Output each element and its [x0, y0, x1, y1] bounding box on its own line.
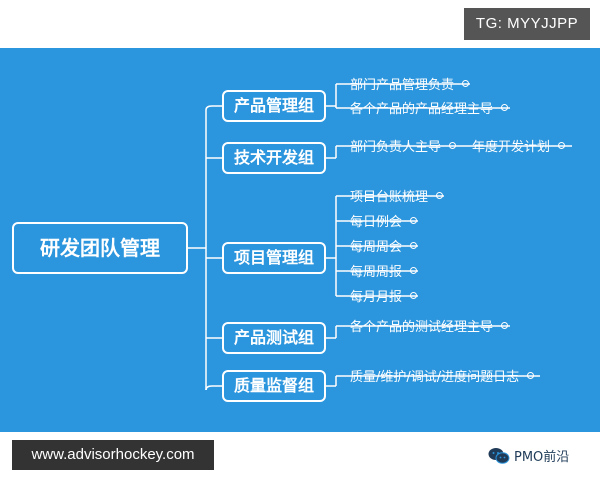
node-dot-icon — [410, 217, 418, 224]
group-tech-development: 技术开发组 — [222, 142, 326, 174]
group-product-management: 产品管理组 — [222, 90, 326, 122]
watermark: PMO前沿 — [488, 446, 569, 465]
mindmap-board: 研发团队管理 产品管理组 技术开发组 项目管理组 产品测试组 质量监督组 部门产… — [0, 48, 600, 465]
node-dot-icon — [462, 80, 470, 87]
leaf-label: 年度开发计划 — [472, 140, 551, 155]
leaf-item: 年度开发计划 — [472, 136, 566, 155]
node-dot-icon — [449, 142, 457, 149]
node-dot-icon — [501, 322, 509, 329]
leaf-item: 部门产品管理负责 — [350, 74, 470, 93]
leaf-label: 每月月报 — [350, 290, 403, 305]
tg-badge: TG: MYYJJPP — [464, 8, 590, 40]
node-dot-icon — [410, 242, 418, 249]
node-dot-icon — [558, 142, 566, 149]
leaf-label: 每日例会 — [350, 215, 403, 230]
leaf-item: 项目台账梳理 — [350, 186, 444, 205]
wechat-icon — [488, 447, 510, 464]
leaf-item: 每周周报 — [350, 261, 418, 280]
leaf-item: 每月月报 — [350, 286, 418, 305]
leaf-label: 质量/维护/调试/进度问题日志 — [350, 370, 520, 385]
leaf-label: 项目台账梳理 — [350, 190, 429, 205]
node-dot-icon — [410, 267, 418, 274]
leaf-item: 各个产品的测试经理主导 — [350, 316, 509, 335]
node-dot-icon — [527, 372, 535, 379]
leaf-item: 各个产品的产品经理主导 — [350, 98, 509, 117]
leaf-item: 质量/维护/调试/进度问题日志 — [350, 366, 535, 385]
leaf-item: 每日例会 — [350, 211, 418, 230]
root-node: 研发团队管理 — [12, 222, 188, 274]
leaf-label: 每周周会 — [350, 240, 403, 255]
group-product-testing: 产品测试组 — [222, 322, 326, 354]
leaf-label: 各个产品的测试经理主导 — [350, 320, 494, 335]
watermark-text: PMO前沿 — [514, 450, 570, 465]
group-project-management: 项目管理组 — [222, 242, 326, 274]
leaf-label: 每周周报 — [350, 265, 403, 280]
node-dot-icon — [410, 292, 418, 299]
leaf-item: 部门负责人主导 — [350, 136, 457, 155]
leaf-label: 部门产品管理负责 — [350, 78, 455, 93]
footer-link[interactable]: www.advisorhockey.com — [12, 440, 214, 470]
group-quality-supervision: 质量监督组 — [222, 370, 326, 402]
node-dot-icon — [501, 104, 509, 111]
node-dot-icon — [436, 192, 444, 199]
leaf-label: 部门负责人主导 — [350, 140, 442, 155]
leaf-label: 各个产品的产品经理主导 — [350, 102, 494, 117]
leaf-item: 每周周会 — [350, 236, 418, 255]
